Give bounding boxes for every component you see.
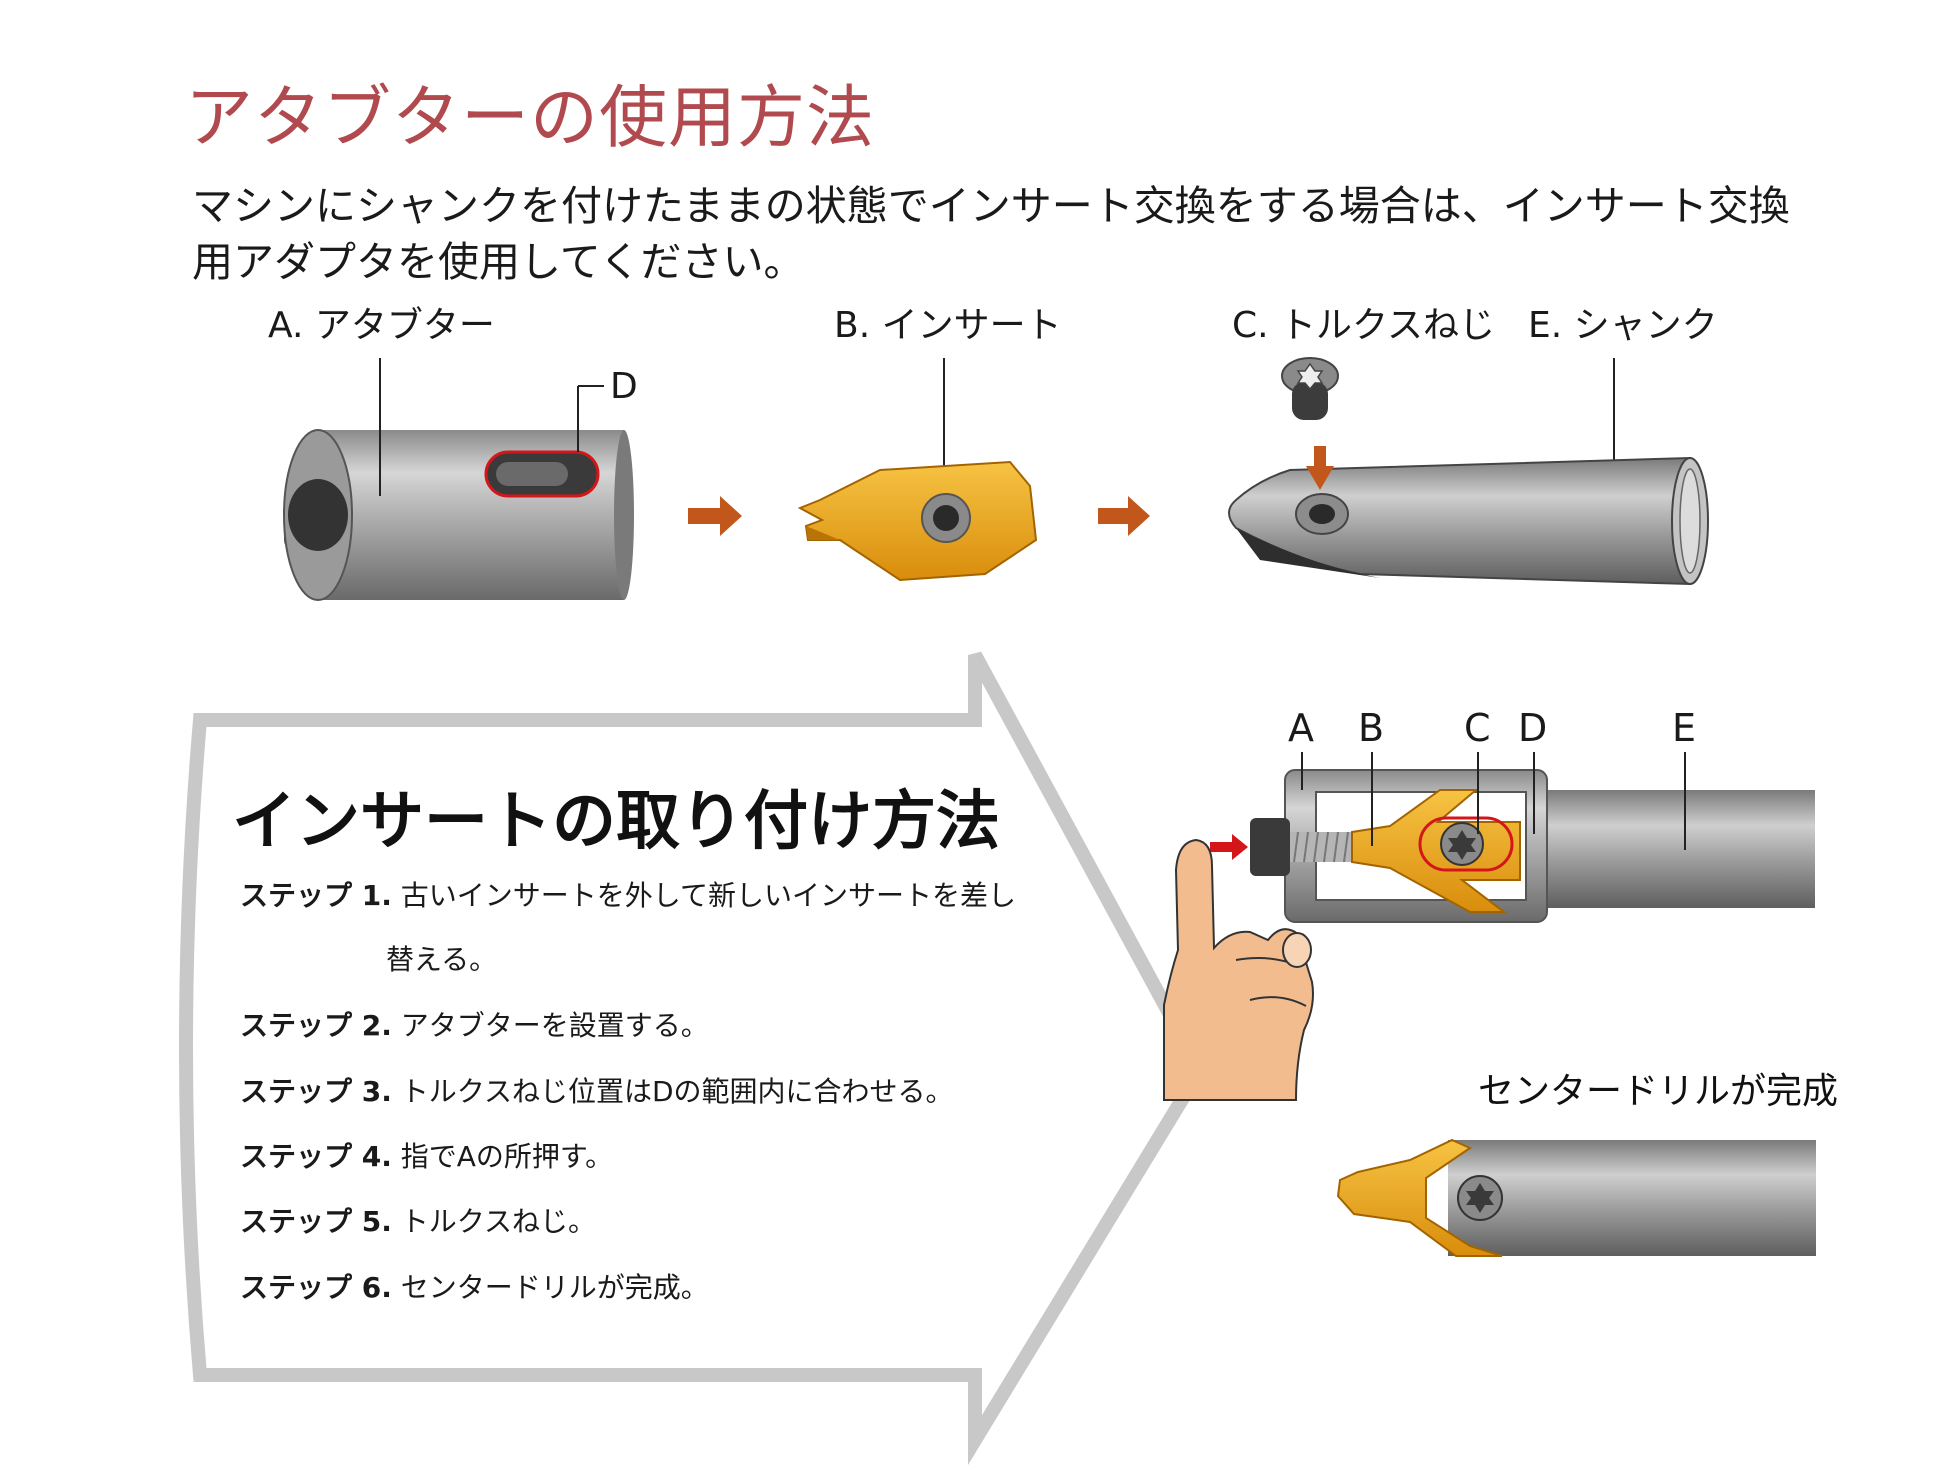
intro-line-1: マシンにシャンクを付けたままの状態でインサート交換をする場合は、インサート交換 — [192, 182, 1790, 230]
step-6-text: センタードリルが完成。 — [400, 1271, 709, 1304]
step-2: ステップ 2. アタブターを設置する。 — [240, 1004, 709, 1044]
step-4-text: 指でAの所押す。 — [400, 1140, 614, 1173]
step-6-label: ステップ 6. — [240, 1271, 392, 1304]
assembly-drawing — [1210, 752, 1815, 923]
label-insert: B. インサート — [834, 305, 1062, 346]
flow-arrow-2 — [1098, 496, 1150, 536]
assembly-letter-e: E — [1672, 706, 1697, 750]
label-adapter: A. アタブター — [268, 305, 495, 346]
step-2-label: ステップ 2. — [240, 1009, 392, 1042]
label-slot-d: D — [610, 366, 638, 407]
assembly-letter-a: A — [1288, 706, 1314, 750]
step-3: ステップ 3. トルクスねじ位置はDの範囲内に合わせる。 — [240, 1070, 954, 1110]
step-1-label: ステップ 1. — [240, 879, 392, 912]
step-5: ステップ 5. トルクスねじ。 — [240, 1200, 596, 1240]
assembly-letter-c: C — [1464, 706, 1491, 750]
method-panel-arrow — [179, 651, 1209, 1465]
completed-drill-drawing — [1336, 1138, 1816, 1257]
step-3-text: トルクスねじ位置はDの範囲内に合わせる。 — [400, 1075, 954, 1108]
step-2-text: アタブターを設置する。 — [400, 1009, 709, 1042]
method-title: インサートの取り付け方法 — [232, 785, 1000, 859]
step-6: ステップ 6. センタードリルが完成。 — [240, 1266, 709, 1306]
assembly-letter-d: D — [1518, 706, 1548, 750]
step-1-continuation: 替える。 — [386, 943, 498, 976]
step-3-label: ステップ 3. — [240, 1075, 392, 1108]
step-1-text: 古いインサートを外して新しいインサートを差し — [400, 879, 1016, 912]
shank-drawing — [1228, 357, 1709, 586]
completed-drill-label: センタードリルが完成 — [1478, 1071, 1839, 1112]
intro-line-2: 用アダプタを使用してください。 — [192, 238, 805, 286]
step-5-text: トルクスねじ。 — [400, 1205, 596, 1238]
finger-pushing-drawing — [1163, 838, 1314, 1101]
step-4-label: ステップ 4. — [240, 1140, 392, 1173]
flow-arrow-1 — [688, 496, 742, 536]
step-1: ステップ 1. 古いインサートを外して新しいインサートを差し — [240, 874, 1016, 914]
assembly-letter-b: B — [1358, 706, 1385, 750]
step-4: ステップ 4. 指でAの所押す。 — [240, 1135, 613, 1175]
adapter-drawing — [283, 358, 634, 601]
step-5-label: ステップ 5. — [240, 1205, 392, 1238]
page-title: アタブターの使用方法 — [185, 79, 876, 158]
label-shank: E. シャンク — [1528, 305, 1718, 346]
insert-drawing — [797, 358, 1038, 582]
label-torx-screw: C. トルクスねじ — [1232, 305, 1495, 346]
